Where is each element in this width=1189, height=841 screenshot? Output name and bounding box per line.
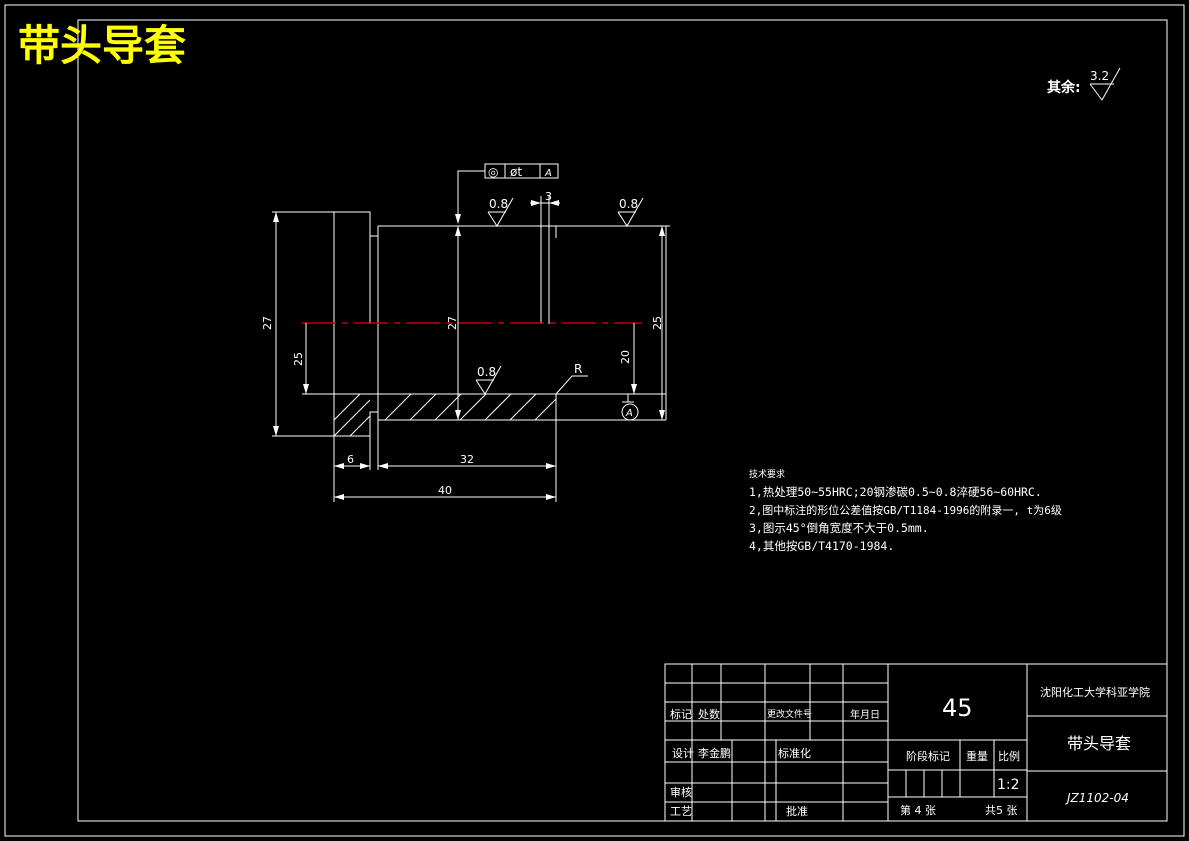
roughness-mark-3: 0.8 — [477, 365, 496, 379]
label-date: 年月日 — [850, 708, 880, 721]
section-hatching — [333, 393, 557, 437]
dim-body-length: 32 — [460, 453, 474, 466]
roughness-mark-2: 0.8 — [619, 197, 638, 211]
label-weight: 重量 — [966, 749, 988, 763]
title-block — [664, 663, 1168, 822]
dim-right-height: 25 — [651, 316, 664, 330]
tech-req-item-3: 3,图示45°倒角宽度不大于0.5mm. — [749, 521, 929, 535]
tech-req-heading: 技术要求 — [749, 468, 785, 480]
roughness-symbol-icon — [617, 197, 644, 227]
dim-left-inner: 25 — [292, 352, 305, 366]
label-scale: 比例 — [998, 749, 1020, 763]
label-mark: 标记 — [670, 707, 692, 721]
drawing-title: 带头导套 — [18, 21, 186, 70]
roughness-note-value: 3.2 — [1090, 69, 1109, 83]
label-stage-mark: 阶段标记 — [906, 749, 950, 763]
label-change-doc: 更改文件号 — [767, 708, 812, 720]
dim-flange-width: 6 — [347, 453, 354, 466]
arrowheads — [273, 200, 665, 500]
dim-left-height: 27 — [261, 316, 274, 330]
datum-label: A — [625, 408, 633, 419]
inner-frame — [77, 19, 1168, 822]
school-name: 沈阳化工大学科亚学院 — [1040, 685, 1150, 699]
total-sheets: 共5 张 — [985, 804, 1018, 817]
label-process: 工艺 — [670, 805, 692, 818]
tech-req-item-2: 2,图中标注的形位公差值按GB/T1184-1996的附录一, t为6级 — [749, 503, 1062, 517]
roughness-symbol-icon — [1089, 67, 1121, 101]
dim-slot-width: 3 — [545, 190, 552, 203]
roughness-marks — [475, 197, 644, 395]
roughness-symbol-icon — [475, 365, 502, 395]
dimension-lines — [272, 196, 670, 502]
dim-inner-20: 20 — [619, 350, 632, 364]
dim-mid-height: 27 — [446, 316, 459, 330]
label-review: 审核 — [670, 785, 692, 799]
dim-total-length: 40 — [438, 484, 452, 497]
outer-frame — [4, 4, 1185, 837]
roughness-mark-1: 0.8 — [489, 197, 508, 211]
tech-req-item-1: 1,热处理50~55HRC;20钢渗碳0.5~0.8淬硬56~60HRC. — [749, 485, 1042, 499]
technical-requirements: 技术要求 1,热处理50~55HRC;20钢渗碳0.5~0.8淬硬56~60HR… — [749, 468, 1062, 553]
designer-name: 李金鹏 — [698, 746, 731, 760]
label-standardize: 标准化 — [778, 746, 811, 760]
sheet-number: 第 4 张 — [900, 803, 936, 817]
roughness-note-label: 其余: — [1047, 79, 1081, 96]
gdt-datum: A — [544, 168, 552, 179]
label-design: 设计 — [672, 747, 694, 760]
label-approve: 批准 — [786, 804, 808, 818]
part-name: 带头导套 — [1067, 734, 1131, 753]
gdt-tolerance: øt — [510, 165, 522, 179]
scale-value: 1:2 — [997, 777, 1020, 793]
tech-req-item-4: 4,其他按GB/T4170-1984. — [749, 539, 894, 553]
roughness-note: 其余: 3.2 — [1047, 67, 1121, 101]
drawing-number: JZ1102-04 — [1065, 791, 1129, 805]
roughness-symbol-icon — [487, 197, 514, 227]
datum-circle — [621, 403, 639, 421]
part-outline — [333, 211, 667, 437]
gdt-frame: ◎ øt A — [455, 163, 559, 224]
material: 45 — [942, 694, 973, 722]
concentricity-icon: ◎ — [488, 165, 498, 179]
label-count: 处数 — [698, 708, 720, 721]
dim-radius: R — [574, 362, 582, 376]
